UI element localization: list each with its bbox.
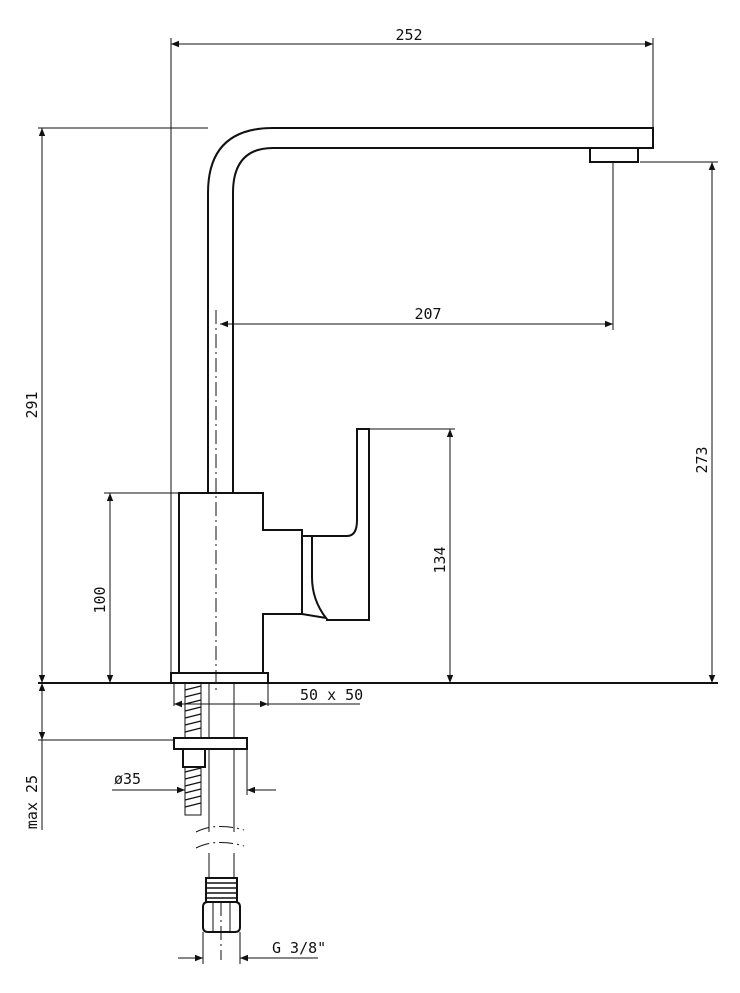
label-spout-height: 273: [693, 446, 711, 473]
dimension-body-height: 100: [91, 493, 114, 683]
label-body-height: 100: [91, 586, 109, 613]
ferrule-rings: [206, 882, 237, 899]
label-max-counter: max 25: [23, 775, 41, 829]
label-base-size: 50 x 50: [300, 686, 363, 704]
dimension-hole-diameter: ø35: [112, 770, 276, 794]
dimension-spout-height: 273: [693, 162, 716, 683]
clamp-nut: [182, 748, 206, 768]
faucet-outline: [38, 127, 718, 690]
mixer-body: [178, 492, 303, 674]
dimension-spout-reach: 207: [220, 305, 613, 328]
dimension-base-size: 50 x 50: [174, 686, 363, 708]
hex-connection-nut: [202, 901, 241, 933]
label-lever-height: 134: [431, 546, 449, 573]
label-connection-thread: G 3/8": [272, 939, 326, 957]
clamp-washer: [173, 737, 248, 750]
break-line-upper: [195, 826, 245, 833]
dimension-lever-height: 134: [431, 429, 454, 683]
aerator: [589, 147, 639, 163]
break-line-lower: [195, 842, 245, 849]
spout-outer-contour: [207, 127, 654, 493]
dimension-max-counter: max 25: [23, 683, 46, 830]
dimension-total-width: 252: [171, 26, 653, 48]
dimension-total-height: 291: [23, 128, 46, 683]
dimension-connection-thread: G 3/8": [178, 939, 326, 962]
base-plate: [170, 672, 269, 684]
lever-handle: [312, 428, 370, 621]
label-total-width: 252: [395, 26, 422, 44]
label-total-height: 291: [23, 391, 41, 418]
mounting-assembly: [173, 682, 248, 960]
lever-joint: [301, 535, 329, 620]
label-hole-diameter: ø35: [114, 770, 141, 788]
extension-lines: [38, 38, 718, 964]
label-spout-reach: 207: [414, 305, 441, 323]
